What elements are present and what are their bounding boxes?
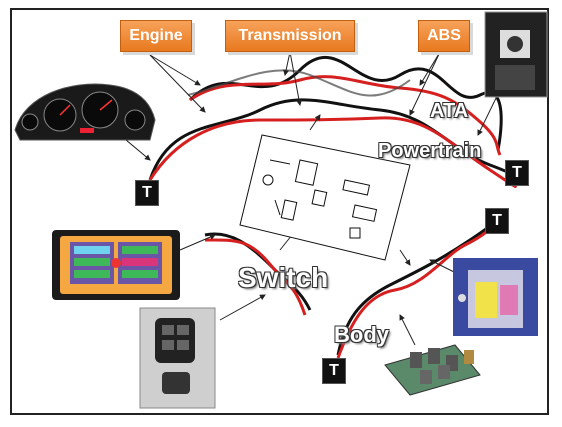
ecu-circuit-board [239,134,411,261]
control-panel-photo [52,230,180,300]
body-bus-label: Body [334,322,389,347]
ata-bus-label: ATA [430,100,469,122]
terminator-powertrain-right: T [505,160,529,186]
connection-arrows [119,51,501,346]
door-switch-photo [139,307,216,409]
terminator-body-bottom: T [322,358,346,384]
engine-ecu-tag[interactable]: Engine [120,20,192,52]
powertrain-bus-label: Powertrain [378,140,482,162]
steering-column-photo [484,11,548,98]
terminator-powertrain-left: T [135,180,159,206]
transmission-ecu-tag[interactable]: Transmission [225,20,355,52]
body-module-photo [453,258,538,336]
abs-ecu-tag[interactable]: ABS [418,20,470,52]
terminator-body-top: T [485,208,509,234]
relay-block-photo [384,344,481,396]
instrument-cluster [14,83,156,141]
switch-bus-label: Switch [238,262,329,293]
switch-bus-wires [204,232,312,316]
